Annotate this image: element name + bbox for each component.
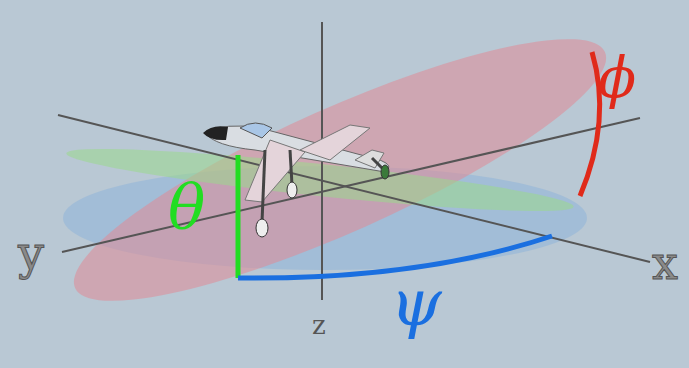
angle-label: ψ bbox=[390, 270, 442, 336]
theta-marker bbox=[236, 155, 241, 278]
angle-label: ϕ bbox=[598, 50, 636, 106]
x-axis bbox=[58, 115, 650, 262]
axis-label: z bbox=[312, 312, 326, 338]
axis-label: y bbox=[18, 230, 44, 276]
axis-label: x bbox=[652, 240, 678, 286]
y-axis bbox=[62, 118, 640, 252]
angle-label: θ bbox=[168, 176, 205, 238]
phi-marker bbox=[580, 52, 600, 196]
airplane bbox=[203, 123, 389, 237]
roll-plane bbox=[50, 0, 630, 345]
